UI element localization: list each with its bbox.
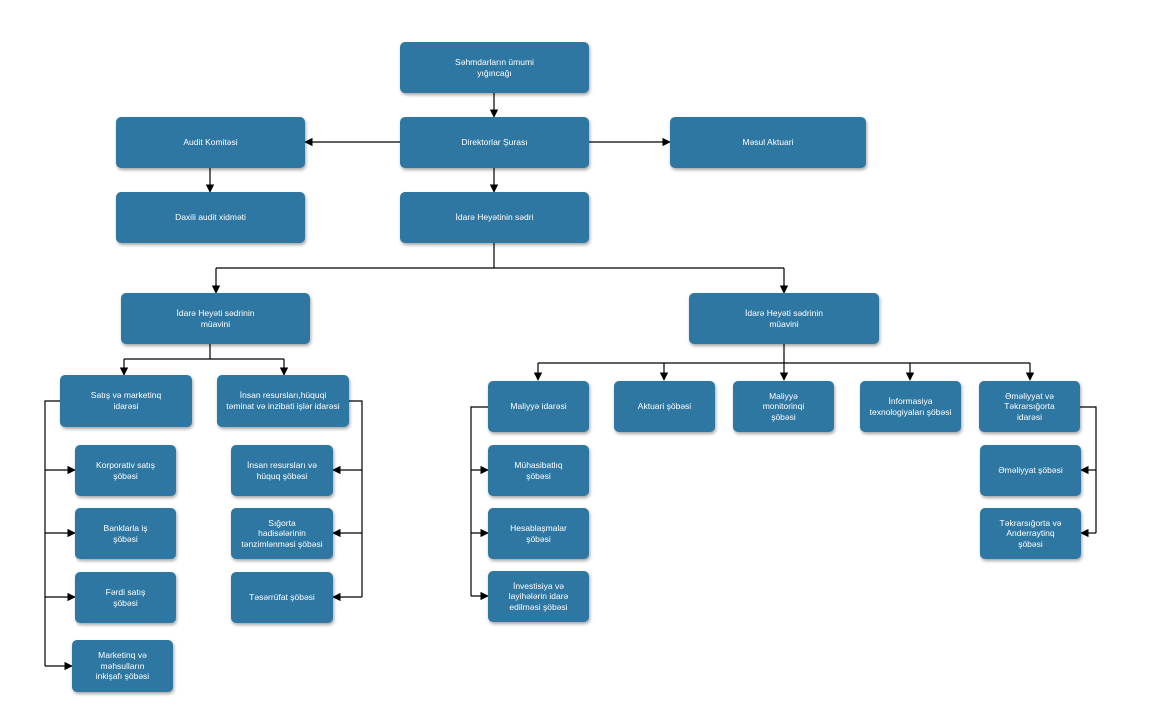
edge-operations-spine: [1080, 406, 1097, 533]
node-board-of-directors: Direktorlar Şurası: [400, 117, 589, 168]
node-operations-dept: Əməliyyat şöbəsi: [980, 445, 1081, 496]
node-internal-audit: Daxili audit xidməti: [116, 192, 305, 243]
node-audit-committee: Audit Komitəsi: [116, 117, 305, 168]
edge-deputy-left-bus: [124, 344, 284, 360]
node-household: Təsərrüfat şöbəsi: [231, 572, 333, 623]
node-actuarial-dept: Aktuari şöbəsi: [614, 381, 715, 432]
edge-deputy-right-bus: [538, 344, 1030, 364]
edge-chairman-bus: [216, 243, 784, 269]
node-chairman: İdarə Heyətinin sədri: [400, 192, 589, 243]
edge-hr-spine: [349, 400, 363, 597]
edge-finance-spine: [470, 406, 488, 596]
node-finance: Maliyyə idarəsi: [488, 381, 589, 432]
node-chief-actuary: Məsul Aktuari: [670, 117, 866, 168]
edge-sales-spine: [44, 400, 60, 666]
